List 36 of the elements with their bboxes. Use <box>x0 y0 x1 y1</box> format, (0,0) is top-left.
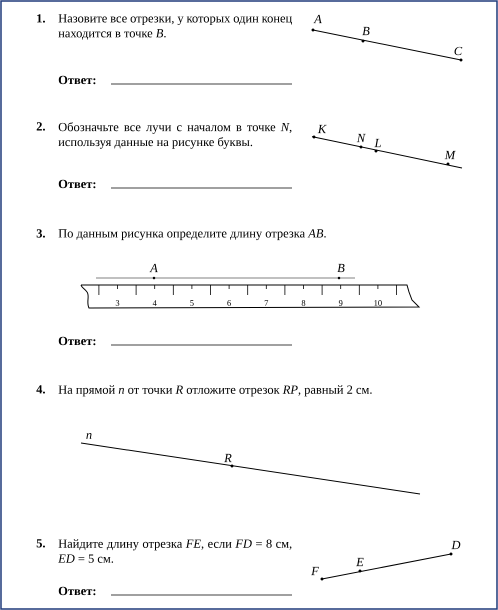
answer-label: Ответ: <box>58 180 96 188</box>
point-label: N <box>356 134 366 142</box>
ruler-number: 6 <box>227 300 231 306</box>
task-text: Обозначьте все лучи с началом в точке N, используя данные на рисунке буквы. <box>58 122 292 149</box>
point-label: A <box>314 14 322 24</box>
task-text: Найдите длину отрезка FE, если FD = 8 см, ED = 5 см. <box>58 539 292 563</box>
task-text: На прямой n от точки R отложите отрезок RP, равный 2 см. <box>58 385 372 396</box>
ruler-number: 10 <box>374 300 382 306</box>
point-label: B <box>337 264 345 272</box>
task-number: 4. <box>36 385 45 394</box>
point-label: R <box>224 454 232 462</box>
task-text: Назовите все отрезки, у которых один конец находится в точке B. <box>58 14 292 40</box>
point-label: F <box>311 566 319 576</box>
task-number: 2. <box>36 122 45 131</box>
ruler-number: 5 <box>190 300 194 306</box>
point-label: K <box>318 124 327 134</box>
answer-label: Ответ: <box>58 76 96 84</box>
answer-label: Ответ: <box>58 336 96 346</box>
point-label: n <box>86 433 92 439</box>
ruler-number: 3 <box>116 300 120 306</box>
point-label: E <box>356 558 364 566</box>
ruler-number: 8 <box>302 300 306 306</box>
task-number: 5. <box>36 539 45 548</box>
answer-label: Ответ: <box>58 586 96 596</box>
point-label: M <box>444 150 456 160</box>
ruler-number: 7 <box>264 300 268 306</box>
task-number: 1. <box>37 14 45 23</box>
point-label: C <box>454 46 462 56</box>
point-label: L <box>374 138 381 148</box>
point-label: D <box>451 540 460 550</box>
ruler-number: 4 <box>152 300 157 306</box>
ruler-number: 9 <box>338 300 342 306</box>
point-label: B <box>362 26 370 36</box>
task-number: 3. <box>36 229 45 238</box>
task-text: По данным рисунка определите длину отрезка AB. <box>58 229 326 240</box>
point-label: A <box>150 264 158 272</box>
